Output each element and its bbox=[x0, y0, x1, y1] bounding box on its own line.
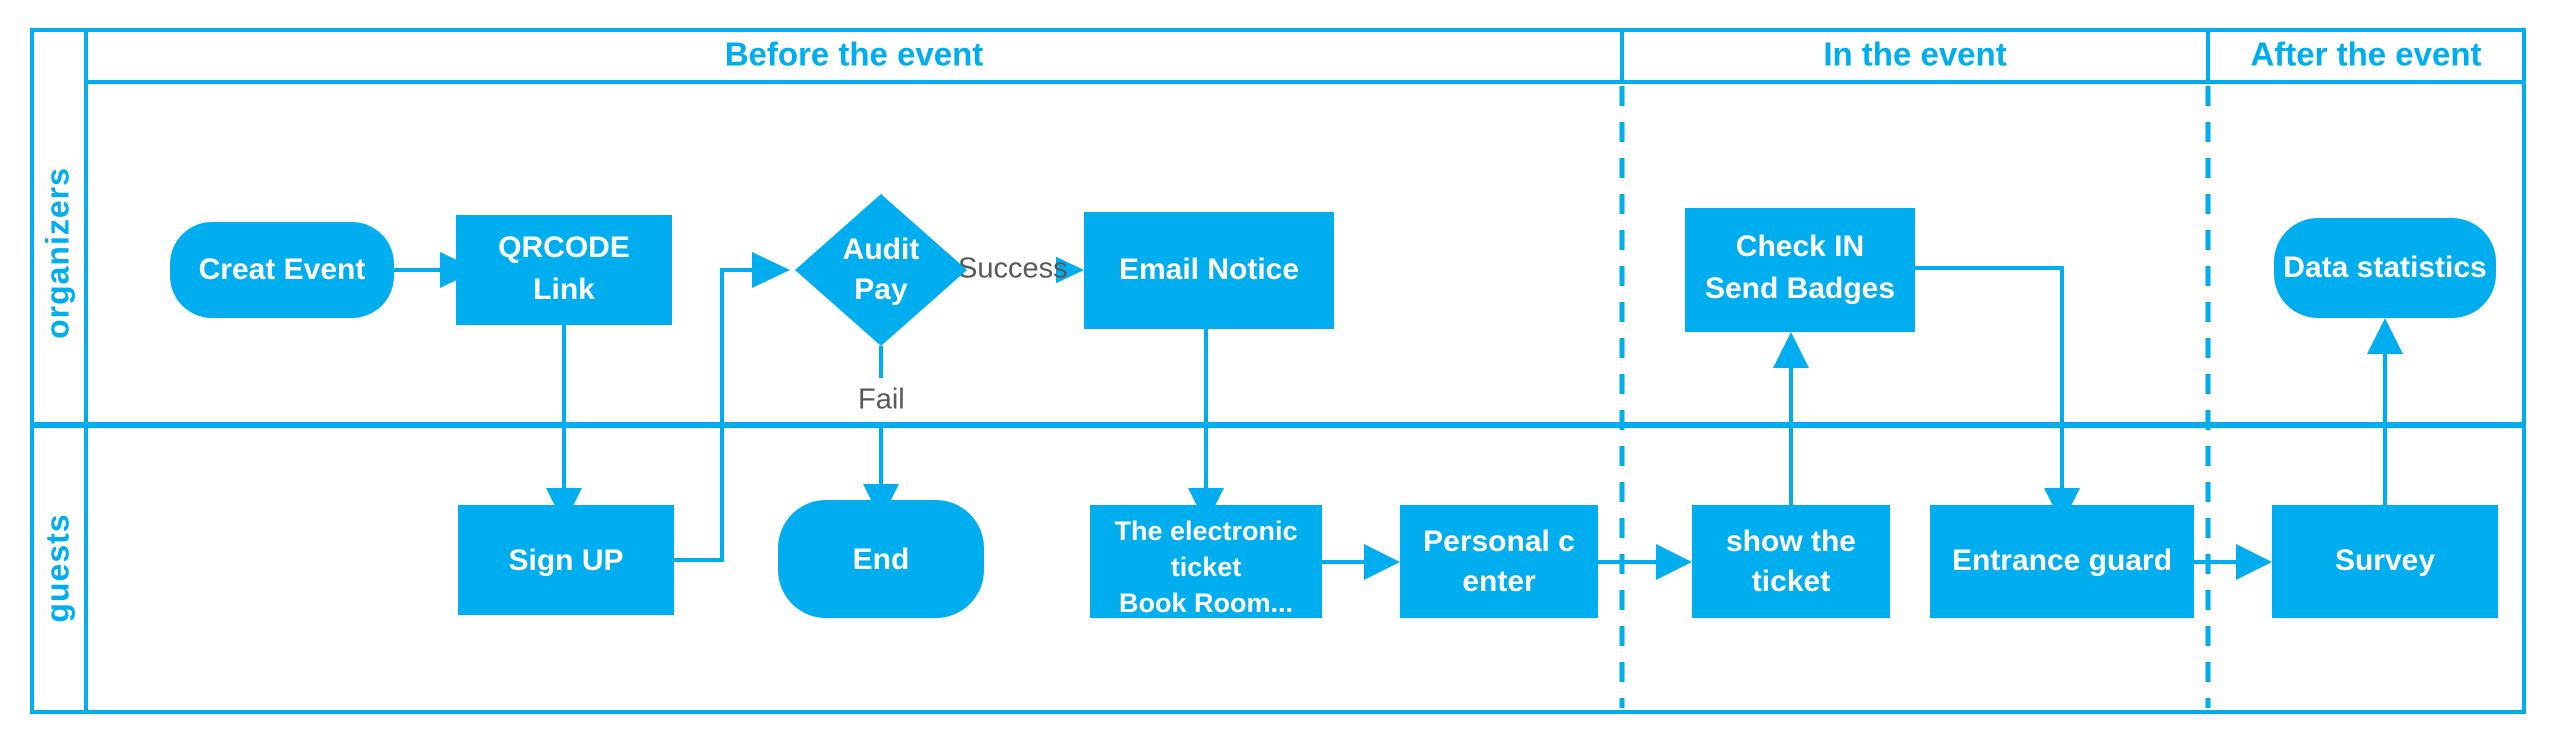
edge-label-success: Success bbox=[958, 253, 1068, 285]
node-end-shape[interactable] bbox=[778, 500, 984, 618]
node-survey-label: Survey bbox=[2335, 544, 2435, 577]
node-eticket-shape[interactable] bbox=[1090, 505, 1322, 618]
node-sign-up-shape[interactable] bbox=[458, 505, 674, 615]
node-creat-event-shape[interactable] bbox=[170, 222, 394, 318]
node-qrcode-link[interactable]: QRCODE Link bbox=[456, 215, 672, 325]
lane-titles: organizers guests bbox=[39, 167, 75, 622]
node-audit-pay-shape[interactable] bbox=[795, 194, 967, 346]
node-survey-shape[interactable] bbox=[2272, 505, 2498, 618]
phase-title-before: Before the event bbox=[725, 36, 984, 73]
node-sign-up[interactable]: Sign UP bbox=[458, 505, 674, 615]
node-qrcode-link-label-line1: QRCODE bbox=[498, 231, 630, 264]
frame-mid bbox=[32, 426, 2524, 428]
edge-entrance-guard-to-survey bbox=[2194, 544, 2272, 580]
node-entrance-guard[interactable]: Entrance guard bbox=[1930, 505, 2194, 618]
node-creat-event[interactable]: Creat Event bbox=[170, 222, 394, 318]
phase-title-after: After the event bbox=[2250, 36, 2481, 73]
node-qrcode-link-label-line2: Link bbox=[533, 273, 595, 306]
node-entrance-guard-label: Entrance guard bbox=[1952, 544, 2172, 577]
edge-personal-center-to-show-ticket bbox=[1598, 544, 1692, 580]
node-audit-pay-label-line1: Audit bbox=[843, 233, 920, 266]
node-email-notice-shape[interactable] bbox=[1084, 212, 1334, 329]
edge-check-in-to-entrance-guard bbox=[1915, 266, 2080, 524]
node-show-ticket-label-line2: ticket bbox=[1752, 565, 1830, 598]
lane-title-guests: guests bbox=[39, 513, 75, 622]
node-eticket-label-line3: Book Room... bbox=[1119, 588, 1293, 618]
edge-survey-to-data-stats bbox=[2367, 318, 2403, 505]
node-personal-center-label-line2: enter bbox=[1462, 565, 1536, 598]
node-check-in-label-line2: Send Badges bbox=[1705, 272, 1895, 305]
node-eticket-label-line1: The electronic bbox=[1114, 516, 1297, 546]
node-show-ticket-shape[interactable] bbox=[1692, 505, 1890, 618]
node-eticket[interactable]: The electronic ticket Book Room... bbox=[1090, 505, 1322, 618]
nodes: Creat Event QRCODE Link Audit Pay Email … bbox=[170, 194, 2498, 618]
node-end[interactable]: End bbox=[778, 500, 984, 618]
edge-eticket-to-personal-center bbox=[1322, 544, 1400, 580]
node-qrcode-link-shape[interactable] bbox=[456, 215, 672, 325]
node-end-label: End bbox=[853, 543, 910, 576]
node-email-notice-label: Email Notice bbox=[1119, 253, 1299, 286]
success-label-bg bbox=[952, 248, 1056, 292]
edge-audit-pay-to-end bbox=[863, 346, 899, 520]
node-creat-event-label: Creat Event bbox=[199, 253, 366, 286]
node-personal-center-shape[interactable] bbox=[1400, 505, 1598, 618]
node-survey[interactable]: Survey bbox=[2272, 505, 2498, 618]
edge-show-ticket-to-check-in bbox=[1773, 332, 1809, 505]
node-check-in[interactable]: Check IN Send Badges bbox=[1685, 208, 1915, 332]
node-show-ticket[interactable]: show the ticket bbox=[1692, 505, 1890, 618]
node-eticket-label-line2: ticket bbox=[1171, 552, 1242, 582]
node-audit-pay-label-line2: Pay bbox=[854, 273, 908, 306]
node-sign-up-label: Sign UP bbox=[508, 544, 623, 577]
node-audit-pay[interactable]: Audit Pay bbox=[795, 194, 967, 346]
node-data-statistics-shape[interactable] bbox=[2274, 218, 2496, 318]
lane-title-organizers: organizers bbox=[39, 167, 75, 339]
edge-labels: Success Fail bbox=[850, 248, 1068, 422]
phase-dividers bbox=[1619, 30, 2211, 708]
node-personal-center-label-line1: Personal c bbox=[1423, 525, 1575, 558]
fail-label-bg bbox=[850, 378, 922, 422]
node-entrance-guard-shape[interactable] bbox=[1930, 505, 2194, 618]
node-email-notice[interactable]: Email Notice bbox=[1084, 212, 1334, 329]
phase-header-row: Before the event In the event After the … bbox=[725, 36, 2482, 73]
node-data-statistics-label: Data statistics bbox=[2283, 251, 2486, 284]
node-check-in-shape[interactable] bbox=[1685, 208, 1915, 332]
phase-title-during: In the event bbox=[1823, 36, 2006, 73]
edge-label-fail: Fail bbox=[858, 384, 905, 416]
node-check-in-label-line1: Check IN bbox=[1736, 230, 1864, 263]
node-personal-center[interactable]: Personal c enter bbox=[1400, 505, 1598, 618]
node-data-statistics[interactable]: Data statistics bbox=[2274, 218, 2496, 318]
node-show-ticket-label-line1: show the bbox=[1726, 525, 1856, 558]
swimlane-frame bbox=[30, 28, 2526, 714]
edge-sign-up-to-audit-pay bbox=[674, 252, 790, 562]
